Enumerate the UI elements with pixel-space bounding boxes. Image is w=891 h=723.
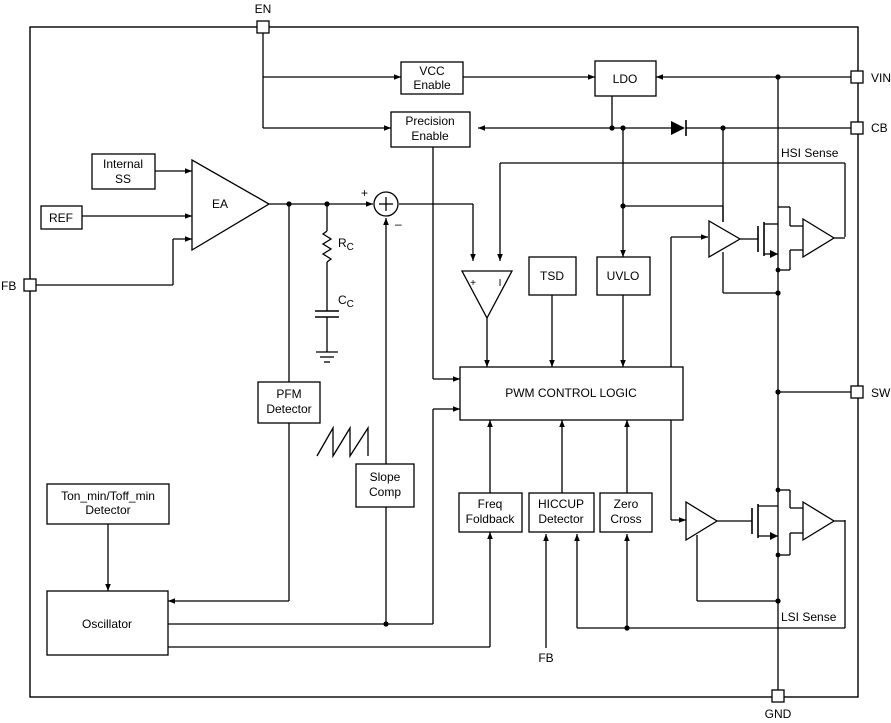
- fb-bottom-label: FB: [538, 651, 553, 665]
- oscillator-label: Oscillator: [82, 617, 132, 631]
- pin-cb-label: CB: [871, 121, 888, 135]
- lsi-sense-label: LSI Sense: [781, 610, 837, 624]
- pin-en: EN: [255, 2, 272, 34]
- freq-foldback-line2: Foldback: [466, 512, 516, 526]
- pwm-comparator: + I: [460, 270, 514, 320]
- ref-label: REF: [49, 211, 73, 225]
- comparator-plus-label: +: [470, 278, 476, 289]
- pin-sw-label: SW: [871, 386, 891, 400]
- vcc-enable-block: VCC Enable: [400, 61, 464, 95]
- ref-block: REF: [40, 205, 83, 230]
- pin-gnd: GND: [765, 689, 792, 721]
- comparator-i-label: I: [499, 278, 502, 289]
- precision-enable-line2: Enable: [411, 129, 449, 143]
- rc-labels: RC CC: [338, 236, 354, 310]
- low-side-switch: [685, 487, 845, 558]
- slope-comp-block: Slope Comp: [355, 463, 415, 508]
- rc-label: RC: [338, 236, 354, 253]
- cc-label: CC: [338, 293, 354, 310]
- oscillator-block: Oscillator: [46, 590, 169, 656]
- pin-vin-label: VIN: [871, 71, 891, 85]
- uvlo-block: UVLO: [596, 256, 651, 296]
- pin-sw: SW: [850, 385, 891, 400]
- zero-cross-block: Zero Cross: [599, 492, 653, 533]
- slope-comp-line1: Slope: [370, 470, 401, 484]
- hiccup-detector-line1: HICCUP: [538, 497, 584, 511]
- ea-amplifier: EA: [191, 158, 271, 252]
- pin-cb: CB: [850, 121, 888, 135]
- pin-vin: VIN: [850, 70, 891, 85]
- pfm-detector-line1: PFM: [276, 387, 301, 401]
- slope-comp-line2: Comp: [369, 485, 401, 499]
- ic-boundary: [29, 26, 859, 698]
- pin-fb-left: FB: [1, 278, 37, 293]
- pfm-detector-line2: Detector: [266, 402, 311, 416]
- precision-enable-line1: Precision: [405, 114, 454, 128]
- ldo-label: LDO: [613, 72, 638, 86]
- ton-toff-line1: Ton_min/Toff_min: [61, 489, 155, 503]
- pfm-detector-block: PFM Detector: [257, 381, 321, 424]
- ldo-block: LDO: [594, 60, 657, 97]
- ea-label: EA: [212, 197, 228, 211]
- zero-cross-line1: Zero: [614, 497, 639, 511]
- vcc-enable-line1: VCC: [419, 64, 445, 78]
- pwm-control-logic-label: PWM CONTROL LOGIC: [505, 386, 637, 400]
- hiccup-detector-block: HICCUP Detector: [528, 492, 595, 533]
- internal-ss-block: Internal SS: [91, 153, 156, 190]
- precision-enable-block: Precision Enable: [390, 111, 471, 148]
- high-side-switch: [708, 206, 845, 273]
- pin-fb-left-label: FB: [1, 279, 16, 293]
- sum-minus-label: –: [395, 217, 402, 231]
- internal-ss-line2: SS: [115, 172, 131, 186]
- sum-plus-label: +: [361, 186, 368, 200]
- pwm-control-logic-block: PWM CONTROL LOGIC: [459, 366, 684, 421]
- tsd-block: TSD: [528, 256, 577, 296]
- summing-node: + –: [361, 186, 402, 231]
- freq-foldback-line1: Freq: [478, 497, 503, 511]
- zero-cross-line2: Cross: [610, 512, 641, 526]
- uvlo-label: UVLO: [607, 269, 640, 283]
- vcc-enable-line2: Enable: [413, 78, 451, 92]
- sawtooth-waveform-icon: [316, 425, 369, 459]
- internal-ss-line1: Internal: [103, 157, 143, 171]
- tsd-label: TSD: [540, 269, 564, 283]
- hsi-sense-label: HSI Sense: [781, 146, 839, 160]
- hiccup-detector-line2: Detector: [538, 512, 583, 526]
- ton-toff-line2: Detector: [85, 503, 130, 517]
- pin-en-label: EN: [255, 2, 272, 16]
- freq-foldback-block: Freq Foldback: [458, 492, 523, 533]
- pin-gnd-label: GND: [765, 707, 792, 721]
- ton-toff-detector-block: Ton_min/Toff_min Detector: [46, 483, 170, 525]
- wiring: [36, 33, 851, 690]
